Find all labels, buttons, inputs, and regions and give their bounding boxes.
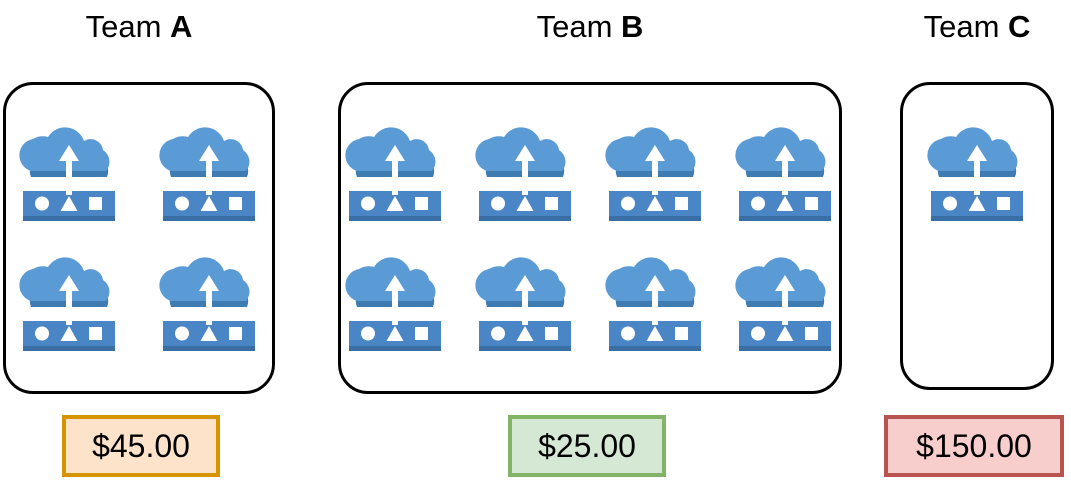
square-shape — [545, 327, 558, 340]
price-badge-a: $45.00 — [62, 415, 220, 477]
circle-shape — [361, 326, 375, 341]
circle-shape — [491, 326, 505, 341]
triangle-shape — [60, 196, 78, 211]
resource-icon-cell[interactable] — [601, 243, 709, 355]
team-title-prefix: Team — [85, 9, 171, 44]
team-group-c: Team C — [900, 0, 1054, 480]
square-shape — [89, 197, 102, 210]
square-shape — [805, 197, 818, 210]
resource-icon-cell[interactable] — [341, 113, 449, 225]
square-shape — [545, 197, 558, 210]
team-title-letter: A — [170, 9, 193, 44]
triangle-shape — [516, 196, 534, 211]
square-shape — [415, 327, 428, 340]
team-title-c: Team C — [900, 8, 1054, 46]
cloud-upload-data-icon — [475, 127, 571, 221]
cloud-upload-data-icon — [159, 257, 255, 351]
icon-grid-b — [341, 85, 839, 391]
resource-icon-cell[interactable] — [471, 113, 579, 225]
team-title-prefix: Team — [536, 9, 622, 44]
circle-shape — [943, 196, 957, 211]
price-badge-c: $150.00 — [884, 415, 1064, 477]
triangle-shape — [200, 326, 218, 341]
team-title-a: Team A — [3, 8, 275, 46]
square-shape — [415, 197, 428, 210]
cloud-upload-data-icon — [605, 257, 701, 351]
triangle-shape — [968, 196, 986, 211]
cloud-upload-data-icon — [345, 127, 441, 221]
team-title-letter: C — [1008, 9, 1031, 44]
cloud-upload-data-icon — [475, 257, 571, 351]
team-container-c — [900, 82, 1054, 390]
triangle-shape — [386, 196, 404, 211]
resource-icon-cell[interactable] — [923, 113, 1031, 225]
circle-shape — [361, 196, 375, 211]
square-shape — [675, 327, 688, 340]
resource-icon-cell[interactable] — [341, 243, 449, 355]
circle-shape — [175, 326, 189, 341]
resource-icon-cell[interactable] — [731, 113, 839, 225]
resource-icon-cell[interactable] — [601, 113, 709, 225]
resource-icon-cell[interactable] — [471, 243, 579, 355]
cloud-upload-data-icon — [735, 257, 831, 351]
triangle-shape — [516, 326, 534, 341]
team-container-b — [338, 82, 842, 394]
cloud-upload-data-icon — [735, 127, 831, 221]
team-title-b: Team B — [338, 8, 842, 46]
square-shape — [229, 327, 242, 340]
circle-shape — [491, 196, 505, 211]
cloud-upload-data-icon — [19, 127, 115, 221]
triangle-shape — [646, 326, 664, 341]
circle-shape — [621, 326, 635, 341]
resource-icon-cell[interactable] — [15, 243, 123, 355]
team-title-letter: B — [621, 9, 644, 44]
cloud-upload-data-icon — [927, 127, 1023, 221]
circle-shape — [35, 196, 49, 211]
triangle-shape — [200, 196, 218, 211]
icon-grid-c — [903, 85, 1051, 387]
triangle-shape — [60, 326, 78, 341]
square-shape — [675, 197, 688, 210]
cloud-upload-data-icon — [345, 257, 441, 351]
triangle-shape — [776, 326, 794, 341]
price-badge-b: $25.00 — [508, 415, 666, 477]
circle-shape — [621, 196, 635, 211]
team-group-b: Team B — [338, 0, 842, 480]
circle-shape — [175, 196, 189, 211]
triangle-shape — [386, 326, 404, 341]
circle-shape — [35, 326, 49, 341]
resource-icon-cell[interactable] — [731, 243, 839, 355]
square-shape — [229, 197, 242, 210]
circle-shape — [751, 196, 765, 211]
square-shape — [997, 197, 1010, 210]
cloud-upload-data-icon — [19, 257, 115, 351]
square-shape — [89, 327, 102, 340]
resource-icon-cell[interactable] — [15, 113, 123, 225]
triangle-shape — [776, 196, 794, 211]
resource-icon-cell[interactable] — [155, 243, 263, 355]
circle-shape — [751, 326, 765, 341]
team-container-a — [3, 82, 275, 394]
cloud-upload-data-icon — [159, 127, 255, 221]
triangle-shape — [646, 196, 664, 211]
team-title-prefix: Team — [923, 9, 1009, 44]
team-group-a: Team A — [3, 0, 275, 480]
cloud-upload-data-icon — [605, 127, 701, 221]
square-shape — [805, 327, 818, 340]
icon-grid-a — [6, 85, 272, 391]
resource-icon-cell[interactable] — [155, 113, 263, 225]
